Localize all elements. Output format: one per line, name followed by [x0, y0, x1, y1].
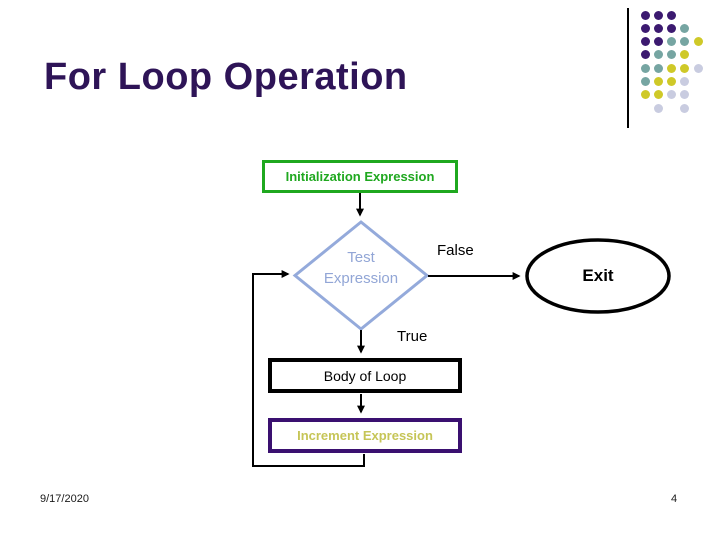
slide-date: 9/17/2020: [40, 493, 89, 505]
node-body-label: Body of Loop: [323, 367, 407, 384]
node-body-of-loop: Body of Loop: [268, 358, 462, 393]
connector-loopback: [252, 270, 365, 467]
slide-page-number: 4: [671, 493, 678, 505]
node-test-expression-label: Test Expression: [295, 247, 427, 289]
node-increment-label: Increment Expression: [297, 428, 433, 443]
node-exit-label: Exit: [582, 266, 614, 285]
branch-label-false: False: [437, 242, 474, 259]
page-title: For Loop Operation: [44, 56, 408, 98]
node-initialization-expression: Initialization Expression: [262, 160, 458, 193]
exit-ellipse: [525, 238, 671, 314]
test-label-line2: Expression: [323, 270, 399, 287]
test-expression-diamond: [292, 220, 430, 331]
branch-label-true: True: [397, 328, 428, 345]
test-label-line1: Test: [347, 249, 375, 266]
node-increment-expression: Increment Expression: [268, 418, 462, 453]
node-initialization-label: Initialization Expression: [285, 169, 435, 184]
